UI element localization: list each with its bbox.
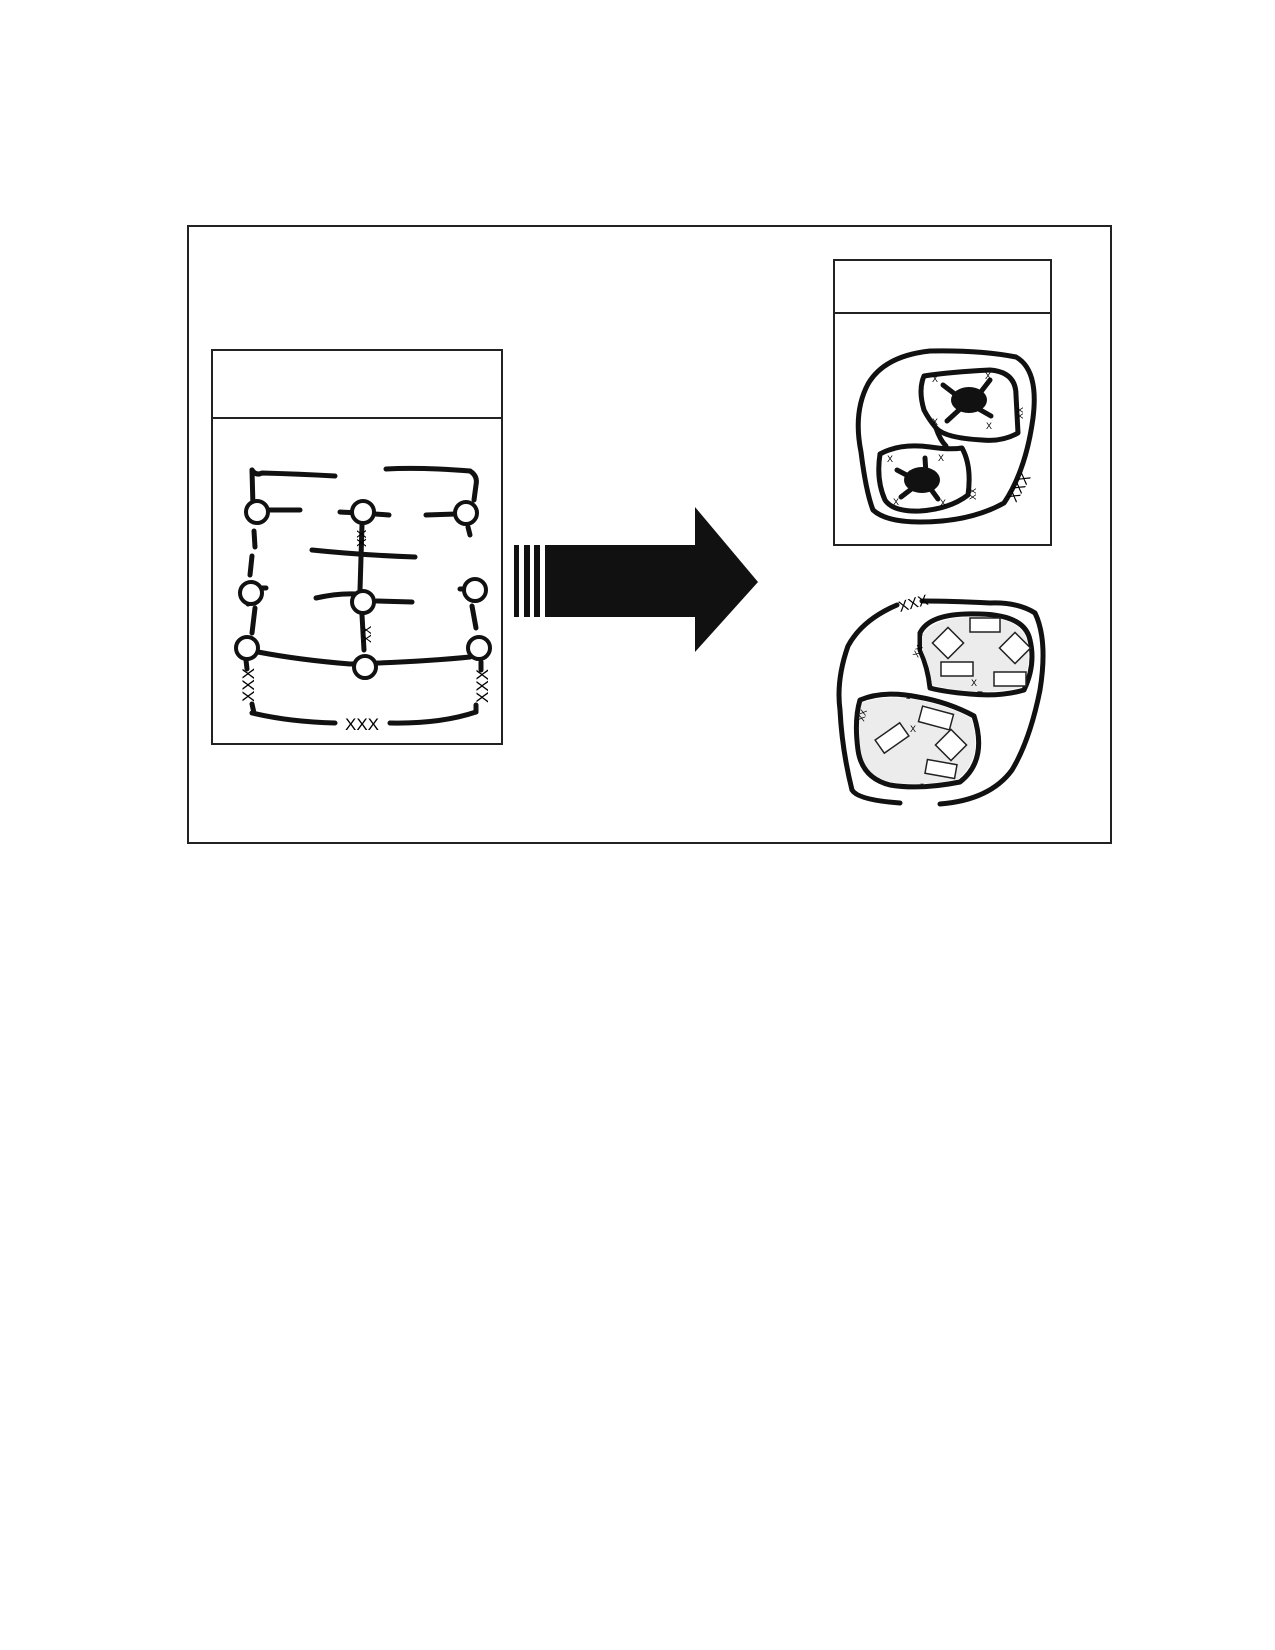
label-xx-lower: XX [359, 625, 374, 643]
grid-labels: XX XX XXX XXX XXX [239, 529, 492, 734]
column-node [352, 654, 378, 680]
column-node [462, 577, 488, 603]
furniture-block [931, 626, 965, 660]
furniture-block [924, 758, 958, 780]
column-node [453, 500, 479, 526]
label-x: X [910, 724, 916, 734]
label-xx: XX [856, 708, 869, 722]
furniture-block [874, 721, 910, 755]
label-x: X [938, 453, 944, 463]
upper-plan-labels: X X X X XX X X X X XX XXX [887, 371, 1034, 508]
label-x: X [940, 498, 946, 508]
label-xx-upper: XX [354, 529, 369, 547]
label-xxx-left: XXX [239, 668, 258, 702]
upper-plan-fixtures [904, 387, 987, 493]
label-xxx-right: XXX [473, 669, 492, 703]
furniture-block [934, 728, 968, 762]
label-xx: XX [968, 488, 978, 500]
furniture-block [917, 705, 955, 731]
fixture-node [904, 467, 940, 493]
column-node [234, 635, 260, 661]
left-panel: XX XX XXX XXX XXX [211, 349, 503, 745]
diagram-frame [187, 225, 1112, 844]
label-xx: XX [911, 644, 925, 659]
grid-nodes [234, 499, 492, 680]
column-node [350, 589, 376, 615]
column-node [238, 580, 264, 606]
right-upper-panel: X X X X XX X X X X XX XXX [833, 259, 1052, 546]
furniture-block [940, 661, 974, 677]
label-x: X [985, 371, 991, 381]
furniture-block [998, 631, 1032, 665]
column-node [350, 499, 376, 525]
label-x: X [986, 421, 992, 431]
label-xx: XX [1015, 407, 1025, 419]
label-x: X [887, 454, 893, 464]
column-node [466, 635, 492, 661]
label-x: X [971, 678, 977, 688]
furniture-block [993, 671, 1027, 687]
label-xxx-bottom: XXX [345, 715, 379, 734]
arrow-right-icon [514, 507, 758, 652]
fixture-node [951, 387, 987, 413]
label-x: X [932, 374, 938, 384]
label-x: X [932, 417, 938, 427]
column-node [244, 499, 270, 525]
label-x: X [893, 497, 899, 507]
furniture-block [969, 617, 1001, 633]
furniture [874, 617, 1032, 780]
left-panel-box [211, 349, 503, 745]
label-xxx: XXX [897, 592, 930, 616]
right-lower-plan: XXX XX X XX X [836, 592, 1046, 807]
